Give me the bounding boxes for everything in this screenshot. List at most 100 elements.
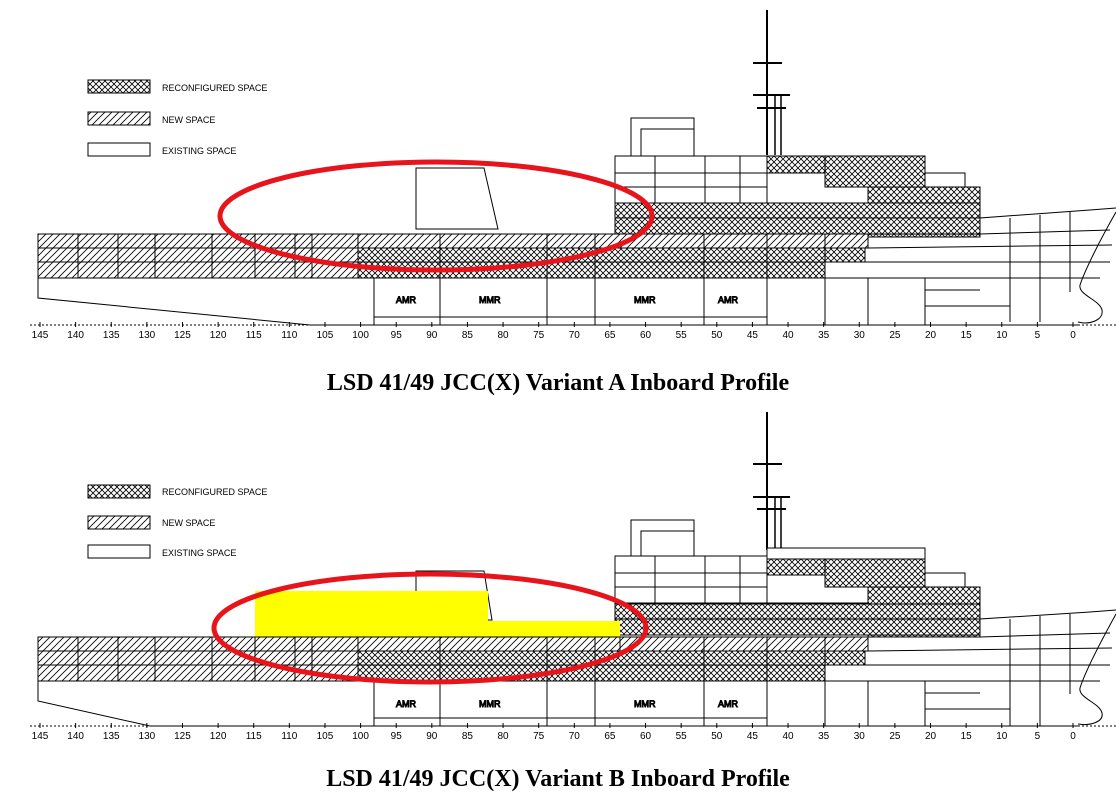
frame-label: 75: [533, 330, 545, 341]
frame-label: 55: [676, 330, 688, 341]
frame-label: 105: [317, 731, 334, 742]
legend-new-swatch: [87, 111, 151, 126]
mmr-fwd-label: MMR: [634, 699, 656, 709]
frame-label: 40: [782, 330, 794, 341]
frame-label: 110: [281, 731, 297, 742]
frame-label: 60: [640, 731, 652, 742]
frame-label: 0: [1070, 731, 1076, 742]
frame-label: 120: [210, 330, 227, 341]
variant-a-panel: RECONFIGURED SPACE NEW SPACE EXISTING SP…: [30, 10, 1116, 396]
amr-aft-label: AMR: [396, 699, 417, 709]
new-structure-highlight: [255, 591, 620, 637]
amr-fwd-label: AMR: [718, 295, 739, 305]
frame-label: 95: [391, 731, 403, 742]
frame-label: 135: [103, 330, 120, 341]
frame-label: 45: [747, 731, 759, 742]
legend-reconfigured-label: RECONFIGURED SPACE: [162, 487, 267, 497]
frame-label: 0: [1070, 330, 1076, 341]
frame-label: 80: [498, 731, 510, 742]
frame-label: 70: [569, 731, 581, 742]
amr-fwd-label: AMR: [718, 699, 739, 709]
mmr-aft-label: MMR: [479, 699, 501, 709]
legend-existing-swatch: [87, 142, 151, 157]
frame-label: 85: [462, 330, 474, 341]
legend-existing-label: EXISTING SPACE: [162, 548, 236, 558]
lower-hull: AMR MMR MMR AMR: [37, 680, 1100, 727]
frame-label: 40: [782, 731, 794, 742]
frame-label: 100: [352, 330, 369, 341]
frame-label: 35: [818, 731, 830, 742]
legend-reconfigured-label: RECONFIGURED SPACE: [162, 83, 267, 93]
frame-label: 125: [174, 731, 191, 742]
lower-hull: AMR MMR MMR AMR: [37, 277, 1100, 326]
highlight-ellipse: [211, 571, 649, 685]
mast: [753, 10, 790, 155]
frame-label: 15: [961, 731, 973, 742]
variant-a-caption: LSD 41/49 JCC(X) Variant A Inboard Profi…: [326, 370, 790, 396]
forward-hull: [825, 207, 1116, 325]
frame-divisions: [77, 637, 826, 681]
frame-label: 15: [961, 330, 973, 341]
variant-a-profile-drawing: RECONFIGURED SPACE NEW SPACE EXISTING SP…: [30, 10, 1116, 341]
frame-label: 45: [747, 330, 759, 341]
reconfigured-upper: [614, 155, 981, 238]
frame-label: 125: [174, 330, 191, 341]
frame-label: 20: [925, 731, 937, 742]
frame-label: 65: [604, 731, 616, 742]
frame-label: 100: [352, 731, 369, 742]
frame-label: 5: [1035, 731, 1041, 742]
frame-label: 120: [210, 731, 227, 742]
frame-label: 75: [533, 731, 545, 742]
frame-label: 20: [925, 330, 937, 341]
frame-label: 10: [996, 731, 1008, 742]
legend-existing-swatch: [87, 544, 151, 559]
mmr-aft-label: MMR: [479, 295, 501, 305]
frame-label: 145: [32, 330, 49, 341]
legend-new-label: NEW SPACE: [162, 115, 215, 125]
frame-label: 70: [569, 330, 581, 341]
frame-label: 140: [67, 330, 84, 341]
variant-b-profile-drawing: RECONFIGURED SPACE NEW SPACE EXISTING SP…: [30, 412, 1116, 742]
frame-label: 140: [67, 731, 84, 742]
frame-label: 85: [462, 731, 474, 742]
frame-label: 30: [854, 330, 866, 341]
hull-deck-new-space: [37, 636, 869, 682]
legend-new-label: NEW SPACE: [162, 518, 215, 528]
mast: [753, 412, 790, 550]
frame-label: 130: [139, 330, 156, 341]
frame-label: 25: [889, 330, 901, 341]
frame-label: 65: [604, 330, 616, 341]
frame-label: 135: [103, 731, 120, 742]
frame-label: 90: [426, 330, 438, 341]
reconfigured-upper: [614, 558, 981, 638]
legend-existing-label: EXISTING SPACE: [162, 146, 236, 156]
frame-label: 60: [640, 330, 652, 341]
frame-label: 105: [317, 330, 334, 341]
legend-reconfigured-swatch: [87, 79, 151, 94]
legend: RECONFIGURED SPACE NEW SPACE EXISTING SP…: [87, 79, 267, 157]
frame-label: 50: [711, 731, 723, 742]
frame-label: 115: [246, 330, 262, 341]
frame-label: 145: [32, 731, 49, 742]
frame-label: 95: [391, 330, 403, 341]
frame-label: 10: [996, 330, 1008, 341]
frame-label: 90: [426, 731, 438, 742]
frame-label: 110: [281, 330, 297, 341]
variant-b-caption: LSD 41/49 JCC(X) Variant B Inboard Profi…: [326, 766, 790, 792]
amr-aft-label: AMR: [396, 295, 417, 305]
variant-b-panel: RECONFIGURED SPACE NEW SPACE EXISTING SP…: [0, 400, 1116, 799]
mmr-fwd-label: MMR: [634, 295, 656, 305]
legend-new-swatch: [87, 515, 151, 530]
frame-label: 5: [1035, 330, 1041, 341]
highlight-ellipse: [217, 159, 655, 273]
frame-label: 80: [498, 330, 510, 341]
frame-label: 30: [854, 731, 866, 742]
frame-label: 55: [676, 731, 688, 742]
new-deck-extension-fill: [255, 621, 620, 637]
frame-label: 50: [711, 330, 723, 341]
frame-label: 130: [139, 731, 156, 742]
frame-label: 35: [818, 330, 830, 341]
legend-reconfigured-swatch: [87, 484, 151, 499]
